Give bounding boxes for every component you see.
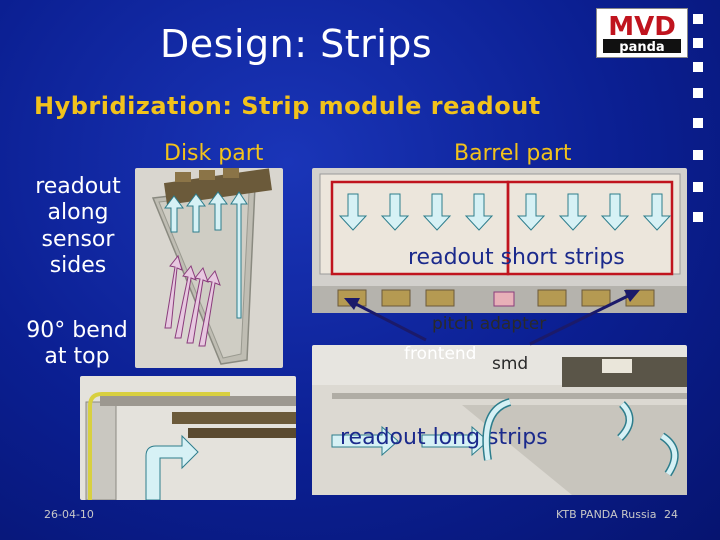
bullet-square (693, 150, 703, 160)
label-bend-at-top: 90° bend at top (26, 318, 128, 370)
footer-page-number: 24 (664, 508, 678, 521)
label-readout-along-sides: readout along sensor sides (35, 174, 121, 279)
logo-bottom-text: panda (619, 40, 664, 55)
bend-detail-image (80, 376, 296, 500)
slide-title: Design: Strips (160, 22, 433, 66)
disk-part-header: Disk part (164, 141, 264, 166)
bullet-square (693, 118, 703, 128)
label-pitch-adapter: pitch adapter (432, 314, 547, 334)
bullet-square (693, 182, 703, 192)
logo-top-text: MVD (608, 12, 676, 42)
logo-graphic: MVD panda (603, 12, 681, 55)
label-frontend: frontend (404, 344, 477, 364)
barrel-module-drawing (312, 173, 687, 313)
disk-module-image (135, 168, 283, 368)
label-smd: smd (492, 354, 529, 374)
footer-date: 26-04-10 (44, 508, 94, 521)
label-readout-short-strips: readout short strips (408, 245, 625, 270)
bullet-square (693, 88, 703, 98)
mvd-panda-logo: MVD panda (596, 8, 688, 58)
bullet-square (693, 38, 703, 48)
barrel-module-image (312, 168, 687, 313)
bullet-square (693, 14, 703, 24)
slide-subtitle: Hybridization: Strip module readout (34, 92, 541, 120)
bullet-square (693, 62, 703, 72)
disk-module-drawing (151, 168, 272, 365)
bullet-square (693, 212, 703, 222)
footer-org: KTB PANDA Russia (556, 508, 657, 521)
label-readout-long-strips: readout long strips (340, 425, 548, 450)
bend-detail-drawing (85, 392, 296, 500)
logo-bar (603, 39, 681, 53)
barrel-part-header: Barrel part (454, 141, 572, 166)
